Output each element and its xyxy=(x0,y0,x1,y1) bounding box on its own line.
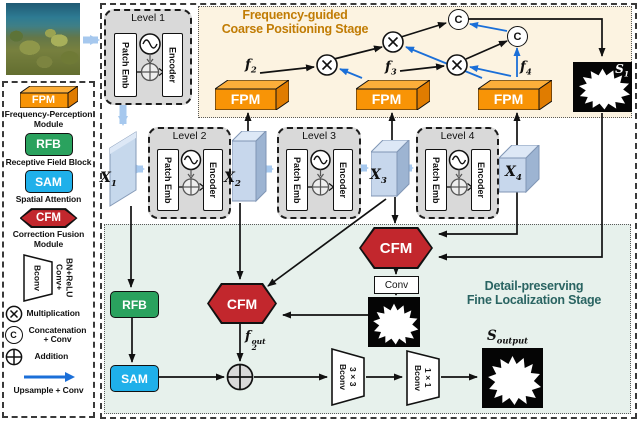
level-1-block: Level 1 Patch Emb Encoder xyxy=(104,9,192,105)
level-2-encoder: Encoder xyxy=(203,149,223,211)
level-3-title: Level 3 xyxy=(302,130,336,142)
bconv-legend-desc: Conv+ BN+ReLU xyxy=(54,257,75,298)
fpm-module-1-label: FPM xyxy=(230,91,261,107)
cfm-module-2-label: CFM xyxy=(379,239,413,257)
s1-blob xyxy=(578,68,631,110)
concat-node-2: C xyxy=(507,26,528,47)
level-4-internals xyxy=(446,149,473,196)
upsample-arrow-icon xyxy=(23,372,75,383)
feature-x1-plane xyxy=(109,131,137,207)
concat-node-1: C xyxy=(448,9,469,30)
level-4-block: Level 4 Patch Emb Encoder xyxy=(416,127,499,219)
rfb-legend-icon: RFB xyxy=(24,132,73,156)
level-3-block: Level 3 Patch Emb Encoder xyxy=(277,127,361,219)
feature-f4-label: f4 xyxy=(520,59,532,77)
coarse-stage-title: Frequency-guided Coarse Positioning Stag… xyxy=(221,8,369,36)
fpm-module-2-label: FPM xyxy=(371,91,402,107)
concat-legend-label: Concatenation + Conv xyxy=(28,324,87,345)
feature-f2-label: f2 xyxy=(245,57,257,75)
rfb-legend-label: RFB xyxy=(36,137,61,152)
level-4-encoder: Encoder xyxy=(471,149,491,211)
level-3-patch-emb: Patch Emb xyxy=(286,149,308,211)
feature-x4-cube xyxy=(499,145,540,193)
fpm-module-2: FPM xyxy=(354,79,432,111)
cfm-module-2: CFM xyxy=(359,227,433,269)
multiply-node-2 xyxy=(382,31,404,53)
level-2-patch-emb: Patch Emb xyxy=(157,149,179,211)
level-1-title: Level 1 xyxy=(131,12,165,24)
feature-x4-label: X4 xyxy=(505,164,522,183)
level-3-internals xyxy=(307,149,335,196)
fpm-module-1: FPM xyxy=(213,79,291,111)
s1-label: S1 xyxy=(615,62,629,79)
feature-x3-cube xyxy=(371,140,410,198)
cfm-legend-label: CFM xyxy=(36,212,61,225)
legend-panel: FPM Frequency-Perception Module RFB Rece… xyxy=(2,81,95,418)
fpm-module-3: FPM xyxy=(476,79,554,111)
feature-x1-label: X1 xyxy=(100,170,117,189)
multiply-icon xyxy=(5,305,22,322)
intermediate-blob xyxy=(373,303,419,345)
multiply-node-1 xyxy=(316,54,338,76)
rfb-module: RFB xyxy=(110,291,159,318)
level-4-patch-emb: Patch Emb xyxy=(425,149,447,211)
feature-f3-label: f3 xyxy=(385,59,397,77)
concat-icon: C xyxy=(4,326,23,345)
level-2-title: Level 2 xyxy=(172,130,207,142)
intermediate-prediction-mask xyxy=(368,297,420,347)
feature-x2-label: X2 xyxy=(224,170,241,189)
feature-x2-slab xyxy=(232,131,267,203)
sam-legend-label: SAM xyxy=(35,174,62,189)
fpm-legend-desc: Frequency-Perception Module xyxy=(4,109,93,129)
coarse-prediction-s1: S1 xyxy=(573,62,632,112)
fine-stage-title: Detail-preserving Fine Localization Stag… xyxy=(466,279,602,307)
add-node xyxy=(226,363,254,391)
cfm-legend-desc: Correction Fusion Module xyxy=(12,229,85,249)
bconv-legend-icon: Bconv xyxy=(22,253,53,302)
cfm-legend-icon: CFM xyxy=(19,208,78,229)
multiply-legend-label: Multiplication xyxy=(26,307,80,318)
s-output-label: Soutput xyxy=(487,328,529,346)
add-icon xyxy=(5,348,22,366)
add-legend-label: Addition xyxy=(34,351,69,362)
bconv-3x3-block: Bconv 3×3 xyxy=(331,347,365,407)
rfb-legend-desc: Receptive Field Block xyxy=(5,156,92,167)
final-blob xyxy=(488,356,541,405)
input-image xyxy=(6,3,80,75)
fpm-module-3-label: FPM xyxy=(493,91,524,107)
main-diagram-border xyxy=(100,3,637,419)
cfm-module-1: CFM xyxy=(207,283,277,324)
feature-x3-label: X3 xyxy=(370,167,387,186)
fpm-legend-icon: FPM xyxy=(17,85,80,109)
multiply-node-3 xyxy=(446,54,468,76)
bconv-legend-label: Bconv xyxy=(32,264,43,291)
sam-legend-desc: Spatial Attention xyxy=(15,194,82,205)
level-2-block: Level 2 Patch Emb Encoder xyxy=(148,127,231,219)
multiply-nodes xyxy=(316,31,468,76)
level-4-title: Level 4 xyxy=(440,130,475,142)
cfm-module-1-label: CFM xyxy=(226,295,258,312)
level-1-encoder: Encoder xyxy=(162,33,183,97)
sam-module: SAM xyxy=(110,365,159,392)
level-3-encoder: Encoder xyxy=(333,149,353,211)
black-arrows xyxy=(127,18,606,381)
sam-legend-icon: SAM xyxy=(24,170,73,194)
conv-box: Conv xyxy=(374,276,419,294)
level-1-patch-emb: Patch Emb xyxy=(114,33,137,97)
fpm-legend-label: FPM xyxy=(31,94,56,106)
upsample-legend-label: Upsample + Conv xyxy=(13,385,84,396)
bconv-1x1-block: Bconv 1×1 xyxy=(406,349,440,407)
final-prediction-mask xyxy=(482,348,543,408)
upsample-arrows xyxy=(339,22,521,79)
level-1-internals xyxy=(136,33,165,82)
